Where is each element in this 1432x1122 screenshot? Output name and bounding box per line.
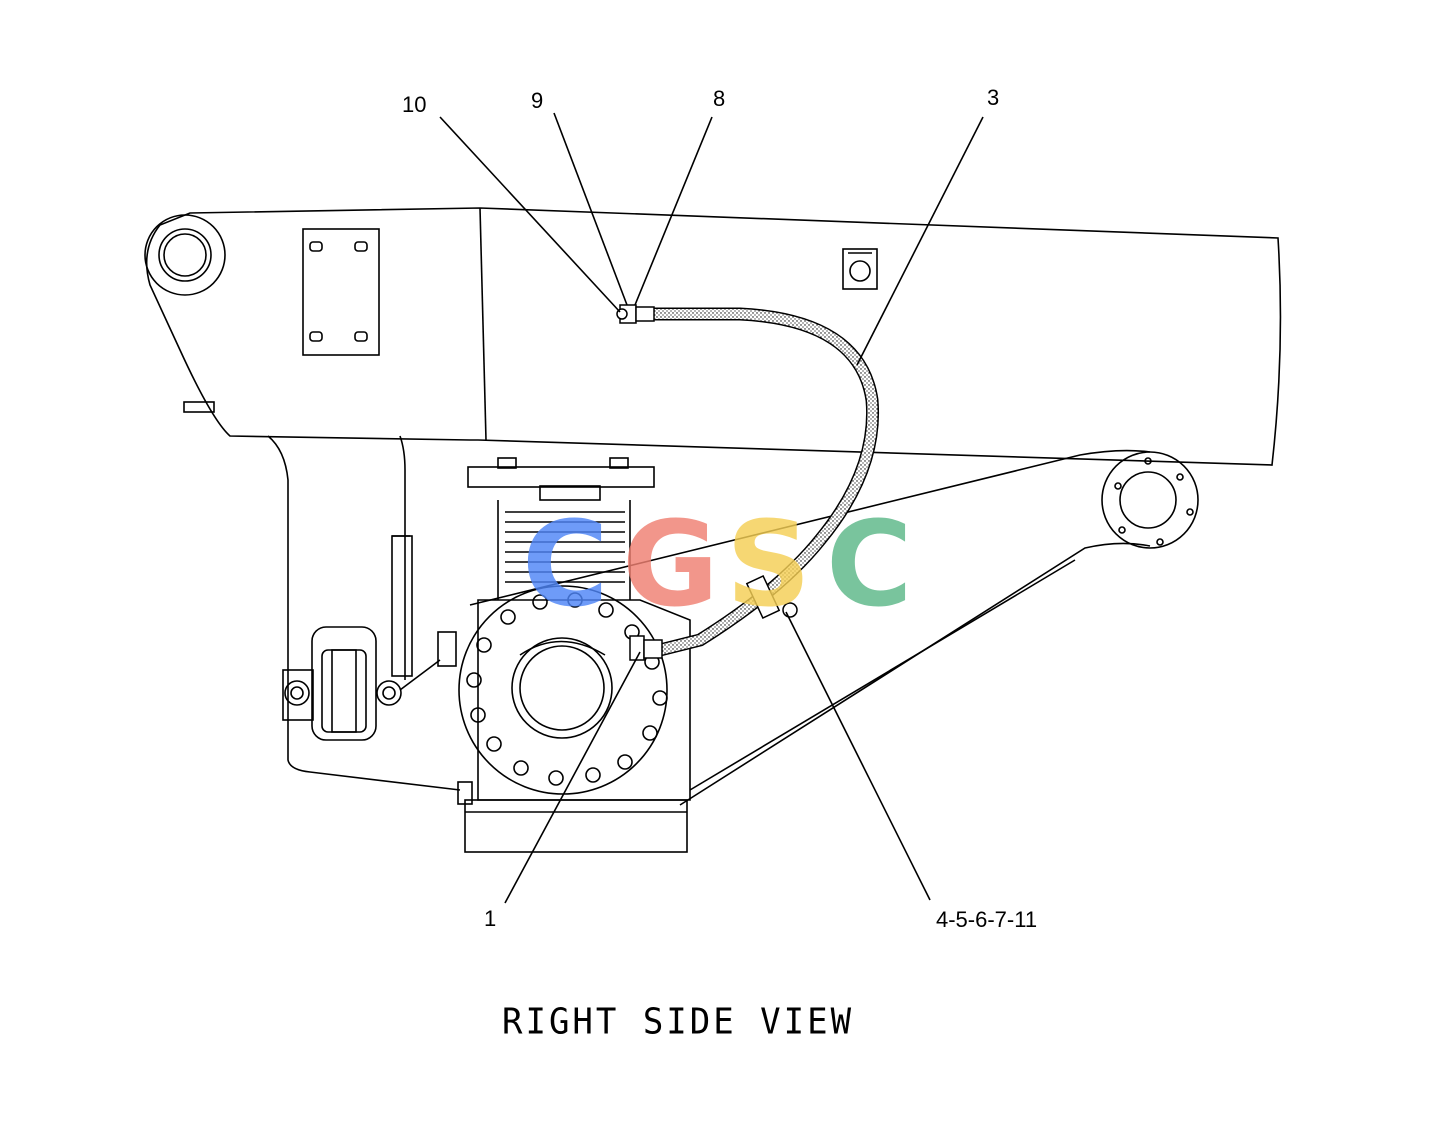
callout-3: 3 <box>987 85 1000 110</box>
view-title: RIGHT SIDE VIEW <box>502 1001 855 1043</box>
leader-4-5-6-7-11 <box>785 611 931 901</box>
arm-link <box>469 449 1199 806</box>
callout-10: 10 <box>402 92 427 117</box>
watermark-letter: C <box>826 495 913 633</box>
watermark-letter: G <box>622 495 719 633</box>
lower-frame <box>267 435 461 791</box>
watermark-letter: S <box>726 495 811 633</box>
leader-10 <box>439 116 621 313</box>
frame-beam <box>144 207 1282 466</box>
leader-3 <box>856 116 984 366</box>
leader-1 <box>504 651 641 904</box>
air-compressor <box>457 457 691 853</box>
callout-1: 1 <box>484 906 497 931</box>
callout-4-5-6-7-11: 4-5-6-7-11 <box>936 907 1038 932</box>
leader-lines <box>439 112 984 904</box>
fittings <box>616 304 798 661</box>
watermark-letter: C <box>522 495 609 633</box>
callout-8: 8 <box>713 86 726 111</box>
callout-9: 9 <box>531 88 544 113</box>
leader-9 <box>553 112 628 306</box>
leader-8 <box>634 116 713 306</box>
